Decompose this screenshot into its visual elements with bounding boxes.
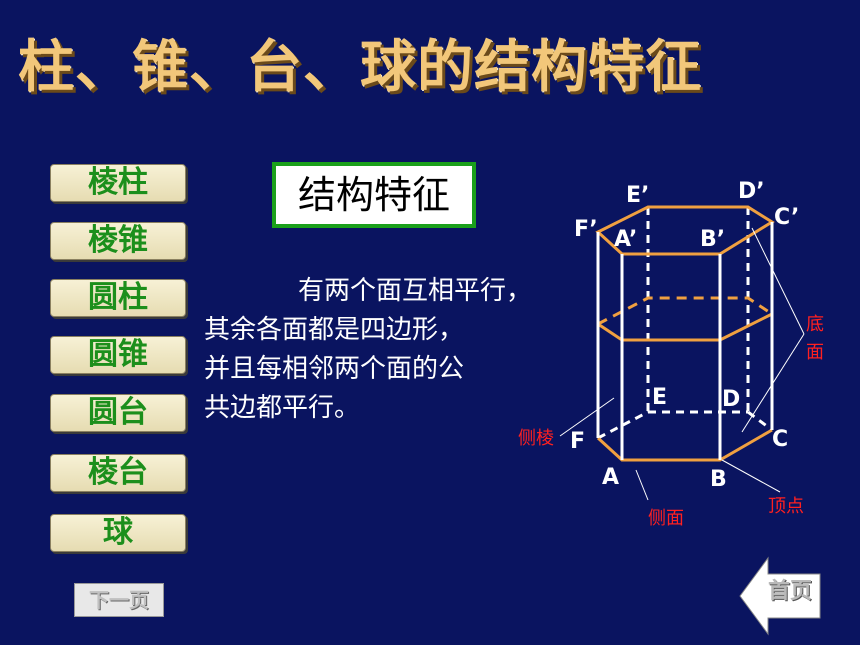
hexagonal-prism-diagram: E’ D’ C’ F’ A’ B’ E D C F A B 侧棱 侧面 顶点 底… xyxy=(518,179,824,529)
bottom-base xyxy=(596,428,773,462)
label-C-prime: C’ xyxy=(774,205,799,230)
label-D-prime: D’ xyxy=(738,179,765,204)
menu-item-frustum-cone[interactable]: 圆台 xyxy=(50,394,186,432)
menu-item-sphere[interactable]: 球 xyxy=(50,514,186,552)
label-B: B xyxy=(710,467,727,492)
home-button[interactable]: 首页 xyxy=(738,556,822,636)
label-F-prime: F’ xyxy=(574,217,598,242)
label-B-prime: B’ xyxy=(700,227,725,252)
cross-section xyxy=(597,296,773,326)
menu-item-cone[interactable]: 圆锥 xyxy=(50,336,186,374)
menu-item-cylinder[interactable]: 圆柱 xyxy=(50,279,186,317)
menu-item-pyramid[interactable]: 棱锥 xyxy=(50,222,186,260)
description: 有两个面互相平行， 其余各面都是四边形， 并且每相邻两个面的公 共边都平行。 xyxy=(204,272,594,428)
label-A-prime: A’ xyxy=(614,227,637,252)
label-C: C xyxy=(772,427,788,452)
label-F: F xyxy=(570,429,585,454)
description-line-1: 有两个面互相平行， xyxy=(298,276,533,306)
page-title: 柱、锥、台、球的结构特征 xyxy=(18,35,702,100)
label-lateral-face: 侧面 xyxy=(648,508,684,529)
hidden-edges xyxy=(597,207,773,440)
label-lateral-edge: 侧棱 xyxy=(518,428,554,449)
next-page-button[interactable]: 下一页 xyxy=(74,583,164,617)
home-label: 首页 xyxy=(767,579,812,604)
menu-item-frustum-pyramid[interactable]: 棱台 xyxy=(50,454,186,492)
pointer-lines xyxy=(559,227,805,501)
label-base-group: 底 面 xyxy=(806,314,824,363)
cross-section-front xyxy=(597,312,773,342)
label-base-1: 底 xyxy=(806,314,824,335)
label-A: A xyxy=(602,465,619,490)
label-D: D xyxy=(722,387,740,412)
home-arrow-icon xyxy=(739,556,821,636)
label-base-2: 面 xyxy=(806,342,824,363)
lateral-edges xyxy=(596,222,774,460)
description-line-3: 并且每相邻两个面的公 xyxy=(204,354,465,384)
label-E: E xyxy=(652,385,667,410)
description-line-4: 共边都平行。 xyxy=(204,393,361,423)
description-line-2: 其余各面都是四边形， xyxy=(204,315,465,345)
label-E-prime: E’ xyxy=(626,183,649,208)
feature-title-box: 结构特征 xyxy=(272,162,476,228)
menu-item-prism[interactable]: 棱柱 xyxy=(50,164,186,202)
label-vertex: 顶点 xyxy=(768,496,804,517)
